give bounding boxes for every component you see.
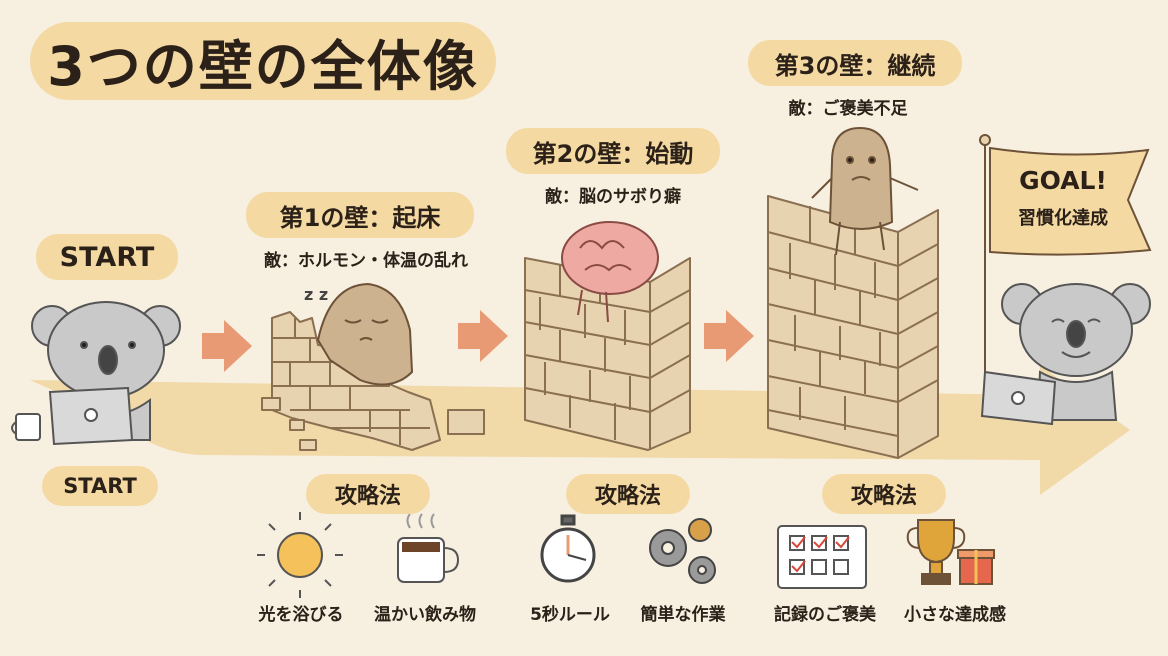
laptop-start xyxy=(48,386,134,446)
hot-drink-icon xyxy=(397,513,460,583)
laptop-goal xyxy=(980,370,1057,426)
step-arrow-1 xyxy=(202,320,252,372)
strategy-item-achievement: 小さな達成感 xyxy=(904,605,1006,625)
checklist-icon xyxy=(777,525,867,589)
koala-goal xyxy=(1001,283,1151,421)
wall-2 xyxy=(524,257,691,451)
strategy-item-5sec: 5秒ルール xyxy=(530,605,610,625)
sleep-mark: z z xyxy=(304,285,328,304)
strategy-label-3: 攻略法 xyxy=(822,474,946,514)
mug-icon xyxy=(11,413,41,441)
page-title-text: 3つの壁の全体像 xyxy=(47,34,479,98)
stopwatch-icon xyxy=(540,514,596,583)
wall-3-title: 第3の壁：継続 xyxy=(748,40,962,86)
goal-subtext: 習慣化達成 xyxy=(1018,208,1108,229)
sun-icon xyxy=(257,512,343,598)
strategy-label-2: 攻略法 xyxy=(566,474,690,514)
wall-3-enemy: 敵：ご褒美不足 xyxy=(788,99,908,119)
sleepy-creature xyxy=(316,282,414,386)
strategy-item-drink: 温かい飲み物 xyxy=(374,605,476,625)
goal-flag xyxy=(979,134,1152,400)
bored-creature xyxy=(811,126,919,256)
wall-2-title: 第2の壁：始動 xyxy=(506,128,720,174)
gift-icon xyxy=(957,549,995,585)
strategy-item-record: 記録のご褒美 xyxy=(774,605,876,625)
gears-icon xyxy=(649,518,716,584)
wall-1-broken xyxy=(261,311,485,451)
strategy-item-easy-task: 簡単な作業 xyxy=(640,605,726,625)
page-title: 3つの壁の全体像 xyxy=(30,22,496,100)
step-arrow-2 xyxy=(458,310,508,362)
strategy-item-sun: 光を浴びる xyxy=(258,605,344,625)
lazy-brain xyxy=(561,221,659,323)
trophy-icon xyxy=(906,519,966,585)
wall-3 xyxy=(767,195,939,459)
goal-text: GOAL! xyxy=(1019,166,1107,195)
wall-2-enemy: 敵：脳のサボり癖 xyxy=(545,187,681,207)
start-badge: START xyxy=(36,234,178,280)
wall-1-title: 第1の壁：起床 xyxy=(246,192,474,238)
strategy-label-1: 攻略法 xyxy=(306,474,430,514)
start-label: START xyxy=(42,466,158,506)
wall-1-enemy: 敵：ホルモン・体温の乱れ xyxy=(264,251,468,271)
step-arrow-3 xyxy=(704,310,754,362)
